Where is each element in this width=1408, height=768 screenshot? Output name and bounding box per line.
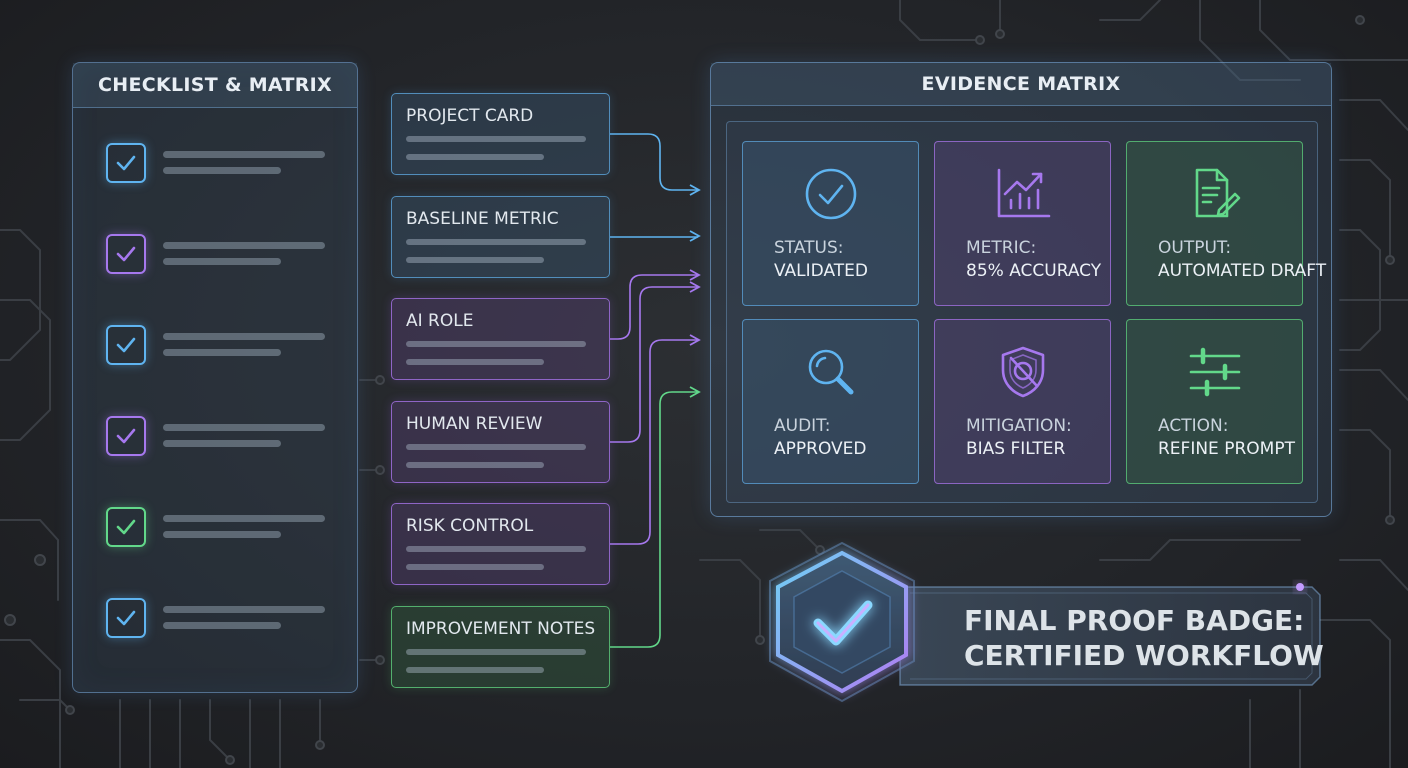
checklist-panel: CHECKLIST & MATRIX [72, 62, 358, 693]
placeholder-line [406, 546, 586, 552]
placeholder-line [406, 359, 544, 365]
checklist-item[interactable] [73, 598, 357, 642]
card-label: IMPROVEMENT NOTES [406, 619, 596, 639]
sliders-icon [1127, 342, 1302, 402]
card-label: BASELINE METRIC [406, 209, 559, 229]
checklist-item[interactable] [73, 234, 357, 278]
final-proof-badge [769, 541, 1321, 703]
tile-value: AUTOMATED DRAFT [1158, 261, 1327, 281]
card-label: RISK CONTROL [406, 516, 534, 536]
check-icon [116, 246, 136, 262]
tile-value: APPROVED [774, 439, 867, 459]
checkbox[interactable] [106, 143, 146, 183]
placeholder-line [163, 440, 281, 447]
card-label: PROJECT CARD [406, 106, 534, 126]
tile-value: 85% ACCURACY [966, 261, 1102, 281]
placeholder-line [406, 136, 586, 142]
tile-label: METRIC: [966, 238, 1037, 258]
evidence-tile-metric[interactable]: METRIC: 85% ACCURACY [934, 141, 1111, 306]
check-icon [116, 610, 136, 626]
badge-line-2: CERTIFIED WORKFLOW [964, 639, 1324, 672]
checkbox[interactable] [106, 598, 146, 638]
placeholder-line [406, 649, 586, 655]
placeholder-line [406, 444, 586, 450]
checklist-title: CHECKLIST & MATRIX [73, 63, 357, 108]
check-icon [116, 428, 136, 444]
placeholder-line [406, 239, 586, 245]
placeholder-line [163, 531, 281, 538]
placeholder-line [406, 462, 544, 468]
badge-line-1: FINAL PROOF BADGE: [964, 604, 1305, 637]
magnifier-icon [743, 342, 918, 402]
evidence-tile-mitigation[interactable]: MITIGATION: BIAS FILTER [934, 319, 1111, 484]
tile-value: BIAS FILTER [966, 439, 1066, 459]
document-edit-icon [1127, 164, 1302, 224]
checklist-item[interactable] [73, 416, 357, 460]
placeholder-line [163, 349, 281, 356]
evidence-tile-output[interactable]: OUTPUT: AUTOMATED DRAFT [1126, 141, 1326, 306]
check-icon [116, 519, 136, 535]
input-card-ai-role[interactable]: AI ROLE [391, 298, 610, 380]
matrix-grid: STATUS: VALIDATED METRIC: 85% ACCURACY OUTPU… [726, 121, 1326, 503]
chart-up-icon [935, 164, 1110, 224]
card-label: AI ROLE [406, 311, 474, 331]
placeholder-line [163, 167, 281, 174]
input-card-human-review[interactable]: HUMAN REVIEW [391, 401, 610, 483]
input-card-baseline-metric[interactable]: BASELINE METRIC [391, 196, 610, 278]
tile-label: STATUS: [774, 238, 844, 258]
tile-label: ACTION: [1158, 416, 1229, 436]
checklist-item[interactable] [73, 143, 357, 187]
tile-label: AUDIT: [774, 416, 831, 436]
tile-label: MITIGATION: [966, 416, 1072, 436]
placeholder-line [406, 154, 544, 160]
card-label: HUMAN REVIEW [406, 414, 543, 434]
evidence-tile-status[interactable]: STATUS: VALIDATED [742, 141, 919, 306]
checkbox[interactable] [106, 507, 146, 547]
placeholder-line [163, 622, 281, 629]
check-circle-icon [743, 164, 918, 224]
evidence-matrix-title: EVIDENCE MATRIX [711, 63, 1331, 106]
checklist-item[interactable] [73, 507, 357, 551]
placeholder-line [406, 341, 586, 347]
checkbox[interactable] [106, 416, 146, 456]
input-card-risk-control[interactable]: RISK CONTROL [391, 503, 610, 585]
placeholder-line [163, 258, 281, 265]
tile-value: REFINE PROMPT [1158, 439, 1295, 459]
evidence-tile-action[interactable]: ACTION: REFINE PROMPT [1126, 319, 1303, 484]
tile-value: VALIDATED [774, 261, 868, 281]
checklist-item[interactable] [73, 325, 357, 369]
input-card-project-card[interactable]: PROJECT CARD [391, 93, 610, 175]
placeholder-line [406, 564, 544, 570]
evidence-matrix-panel: EVIDENCE MATRIX STATUS: VALIDATED METRIC: 8… [710, 62, 1332, 517]
evidence-tile-audit[interactable]: AUDIT: APPROVED [742, 319, 919, 484]
input-card-improvement-notes[interactable]: IMPROVEMENT NOTES [391, 606, 610, 688]
check-icon [116, 155, 136, 171]
tile-label: OUTPUT: [1158, 238, 1232, 258]
placeholder-line [163, 424, 325, 431]
placeholder-line [163, 151, 325, 158]
placeholder-line [163, 242, 325, 249]
placeholder-line [163, 333, 325, 340]
checkbox[interactable] [106, 325, 146, 365]
placeholder-line [406, 257, 544, 263]
placeholder-line [406, 667, 544, 673]
check-icon [116, 337, 136, 353]
checkbox[interactable] [106, 234, 146, 274]
shield-slash-icon [935, 342, 1110, 402]
placeholder-line [163, 606, 325, 613]
placeholder-line [163, 515, 325, 522]
badge-text: FINAL PROOF BADGE: CERTIFIED WORKFLOW [964, 603, 1324, 673]
